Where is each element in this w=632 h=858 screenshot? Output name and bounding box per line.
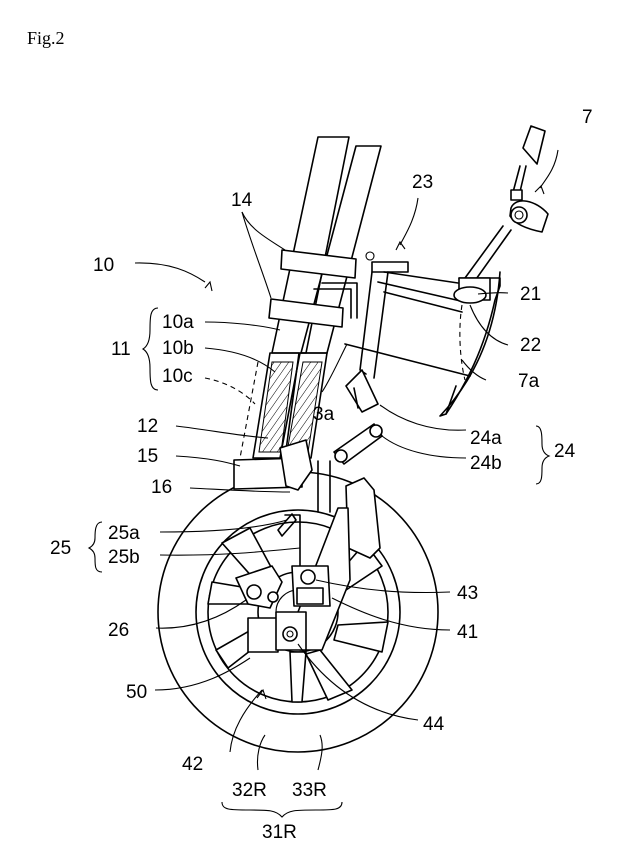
handle-assembly [439,125,549,417]
label-24a: 24a [470,428,502,449]
label-32R: 32R [232,780,267,801]
label-43: 43 [457,583,478,604]
label-25a: 25a [108,523,140,544]
label-7a: 7a [518,371,540,392]
label-12: 12 [137,416,158,437]
leader-lines [134,149,559,771]
label-33R: 33R [292,780,327,801]
label-24: 24 [554,441,576,462]
label-41: 41 [457,622,478,643]
label-10c: 10c [162,366,193,387]
label-3a: 3a [313,404,335,425]
bracket-15 [233,439,313,491]
steering-lever-assembly [344,251,471,379]
label-15: 15 [137,446,158,467]
bracket-14 [268,249,358,328]
brake-and-bracket [235,460,381,653]
label-10b: 10b [162,338,194,359]
label-31R: 31R [262,822,297,843]
label-25: 25 [50,538,71,559]
label-24b: 24b [470,453,502,474]
label-23: 23 [412,172,433,193]
label-11: 11 [111,339,131,360]
linkage-24 [333,369,383,465]
label-10: 10 [93,255,114,276]
label-10a: 10a [162,312,194,333]
label-25b: 25b [108,547,140,568]
figure-title: Fig.2 [27,28,65,48]
label-21: 21 [520,284,541,305]
label-50: 50 [126,682,147,703]
label-26: 26 [108,620,129,641]
label-42: 42 [182,754,203,775]
label-14: 14 [231,190,253,211]
label-44: 44 [423,714,445,735]
label-7: 7 [582,107,593,128]
label-braces [87,307,551,818]
label-16: 16 [151,477,172,498]
reference-labels: 7 23 14 10 10a 10b 10c 11 21 22 7a 3a 12… [50,107,593,843]
label-22: 22 [520,335,541,356]
